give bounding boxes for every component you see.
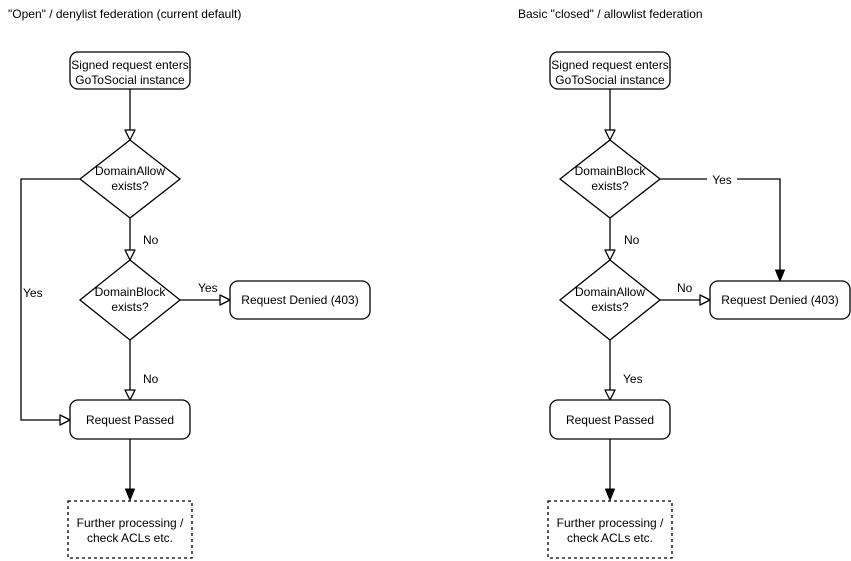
right-further-line1: Further processing / [557,516,664,530]
right-denied-node: Request Denied (403) [709,280,851,320]
left-passed-box [69,399,191,440]
arrowhead-solid-icon [605,488,615,501]
left-label-decision2-no: No [143,372,159,386]
left-label-decision1-no: No [143,233,159,247]
right-decision2-node: DomainAllow exists? [558,259,662,341]
right-passed-box [549,399,671,440]
right-denied-label: Request Denied (403) [721,293,838,307]
right-start-line2: GoToSocial instance [555,73,665,87]
left-decision2-line1: DomainBlock [95,285,167,299]
arrowhead-open-icon [59,414,71,426]
arrowhead-open-icon [124,389,136,401]
left-start-line2: GoToSocial instance [75,73,185,87]
right-denied-box [709,280,851,320]
arrowhead-open-icon [124,249,136,261]
left-decision1-node: DomainAllow exists? [78,139,182,219]
right-chart-title: Basic "closed" / allowlist federation [518,7,703,21]
left-further-line2: check ACLs etc. [87,531,173,545]
arrowhead-open-icon [219,294,231,306]
left-denied-label: Request Denied (403) [241,293,358,307]
left-denied-node: Request Denied (403) [229,280,371,320]
right-label-decision2-yes: Yes [623,372,643,386]
right-decision1-diamond [558,139,662,219]
right-decision2-line2: exists? [591,300,629,314]
right-further-box [547,500,673,559]
right-flowchart: Basic "closed" / allowlist federation Ye… [518,7,851,559]
right-decision2-line1: DomainAllow [575,285,645,299]
left-label-decision1-yes: Yes [23,286,43,300]
right-edge-decision1-yes [660,178,781,270]
right-passed-node: Request Passed [549,399,671,440]
arrowhead-solid-icon [125,488,135,501]
arrowhead-open-icon [604,389,616,401]
left-passed-label: Request Passed [86,413,174,427]
right-decision1-line1: DomainBlock [575,164,647,178]
right-label-decision1-yes: Yes [712,173,732,187]
left-edge-decision1-yes [20,178,80,421]
right-decision1-line2: exists? [591,179,629,193]
right-passed-label: Request Passed [566,413,654,427]
right-further-line2: check ACLs etc. [567,531,653,545]
left-passed-node: Request Passed [69,399,191,440]
left-start-line1: Signed request enters [71,58,188,72]
right-start-node: Signed request enters GoToSocial instanc… [549,51,671,90]
right-decision1-node: DomainBlock exists? [558,139,662,219]
right-start-line1: Signed request enters [551,58,668,72]
arrowhead-solid-icon [775,269,785,282]
arrowhead-open-icon [124,129,136,141]
left-decision1-diamond [78,139,182,219]
left-decision2-diamond [78,259,182,341]
right-start-box [549,51,671,90]
right-label-decision2-no: No [677,281,693,295]
right-label-decision1-yes-bg [707,172,737,187]
left-decision1-line1: DomainAllow [95,164,165,178]
right-further-node: Further processing / check ACLs etc. [547,500,673,559]
left-decision2-line2: exists? [111,300,149,314]
left-start-box [69,51,191,90]
left-further-box [67,500,193,559]
left-label-decision2-yes: Yes [198,281,218,295]
left-flowchart: "Open" / denylist federation (current de… [8,7,371,559]
left-decision1-line2: exists? [111,179,149,193]
left-chart-title: "Open" / denylist federation (current de… [8,7,241,21]
left-further-line1: Further processing / [77,516,184,530]
arrowhead-open-icon [604,249,616,261]
arrowhead-open-icon [699,294,711,306]
left-start-node: Signed request enters GoToSocial instanc… [69,51,191,90]
left-further-node: Further processing / check ACLs etc. [67,500,193,559]
right-label-decision1-no: No [624,233,640,247]
left-decision2-node: DomainBlock exists? [78,259,182,341]
right-decision2-diamond [558,259,662,341]
left-denied-box [229,280,371,320]
arrowhead-open-icon [604,129,616,141]
